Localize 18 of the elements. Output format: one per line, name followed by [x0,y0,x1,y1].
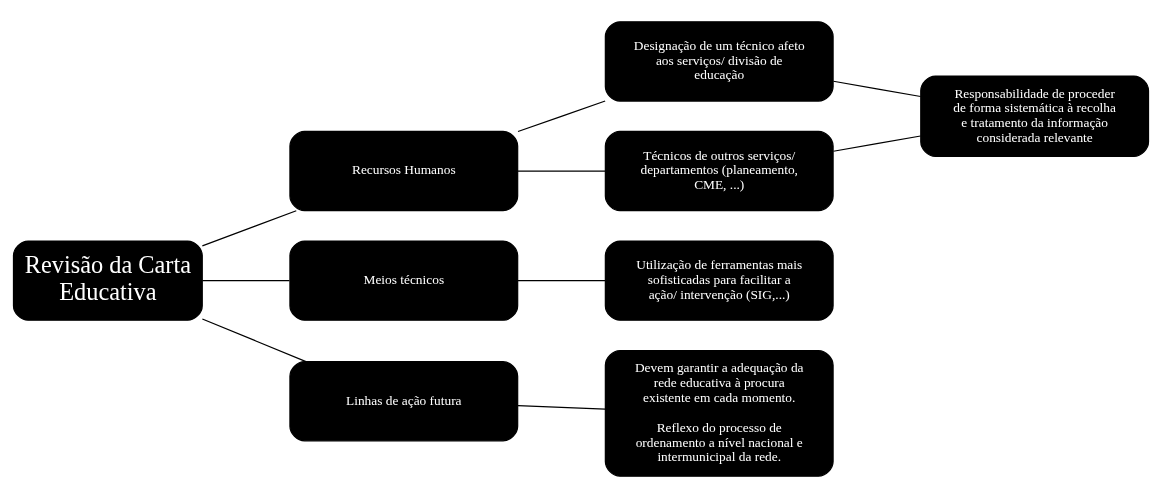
node-box: Designação de um técnico afeto aos serviços/ divisão de educação [604,20,834,102]
connector [517,404,606,410]
connector [201,317,307,362]
node-box: Recursos Humanos [289,130,519,211]
node-box: Técnicos de outros serviços/ departamentos (planeamento, CME, ...) [604,130,834,211]
connector [517,279,606,281]
node-box: Utilização de ferramentas mais sofisticadas para facilitar a ação/ intervenção (SIG,...) [604,239,834,321]
node-box: Devem garantir a adequação da rede educativa à procura existente em cada momento. Reflexo do processo de ordenamento a nível nacional e intermunicipal da rede. [604,349,834,477]
connector [832,134,922,152]
node-box: Linhas de ação futura [289,360,519,441]
connector [832,80,922,97]
node-box: Meios técnicos [289,239,519,321]
connector [201,209,297,246]
connector [517,169,606,172]
connector [517,99,606,132]
node-box: Revisão da Carta Educativa [12,239,203,321]
connector [201,279,291,281]
node-box: Responsabilidade de proceder de forma sistemática à recolha e tratamento da informação considerada relevante [920,74,1150,157]
